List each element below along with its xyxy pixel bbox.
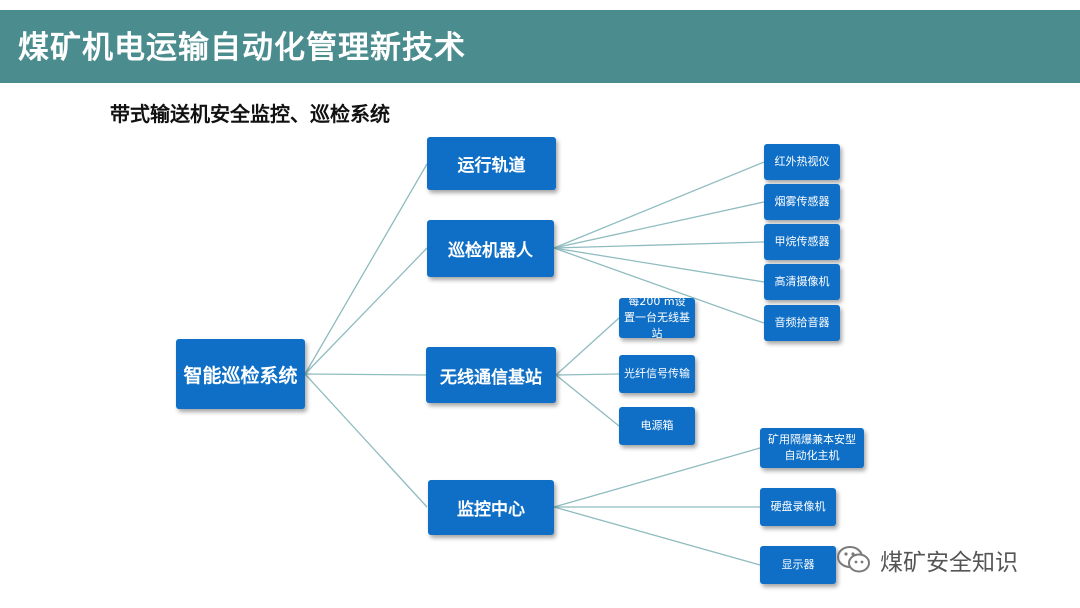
section-subtitle: 带式输送机安全监控、巡检系统 [110,102,390,126]
node-root: 智能巡检系统 [176,339,305,409]
node-smoke-sensor: 烟雾传感器 [764,184,840,220]
title-bar: 煤矿机电运输自动化管理新技术 [0,10,1080,83]
connector-root-track [304,163,428,375]
wechat-icon [836,545,872,575]
node-display: 显示器 [760,546,836,584]
node-robot: 巡检机器人 [427,220,554,277]
watermark-text: 煤矿安全知识 [880,550,1018,576]
connector-root-robot [304,247,428,375]
node-monitor-center: 监控中心 [428,480,554,535]
node-methane-sensor: 甲烷传感器 [764,224,840,260]
node-fiber-transmission: 光纤信号传输 [619,355,695,393]
connector-root-station [304,373,428,376]
node-hd-camera: 高清摄像机 [764,264,840,300]
connector-robot-ir [553,161,765,249]
connector-robot-audio [553,247,765,324]
connector-center-host [553,447,761,508]
node-automation-host: 矿用隔爆兼本安型自动化主机 [760,428,864,468]
connector-station-power [555,374,620,427]
node-wireless-station: 无线通信基站 [426,347,556,403]
connector-center-display [553,506,761,566]
connector-root-center [304,373,428,508]
connector-robot-methane [553,241,765,249]
node-infrared-camera: 红外热视仪 [764,144,840,180]
node-base-station-interval: 每200 m设置一台无线基站 [619,295,695,340]
connector-station-fiber [555,373,620,376]
connector-robot-smoke [553,201,765,249]
node-power-box: 电源箱 [619,407,695,445]
connector-robot-camera [553,247,765,283]
connector-station-base [555,317,620,376]
watermark: 煤矿安全知识 [836,540,1018,580]
node-audio-pickup: 音频拾音器 [764,305,840,341]
page-title: 煤矿机电运输自动化管理新技术 [18,30,466,66]
node-dvr: 硬盘录像机 [760,488,836,526]
node-track: 运行轨道 [427,137,556,190]
